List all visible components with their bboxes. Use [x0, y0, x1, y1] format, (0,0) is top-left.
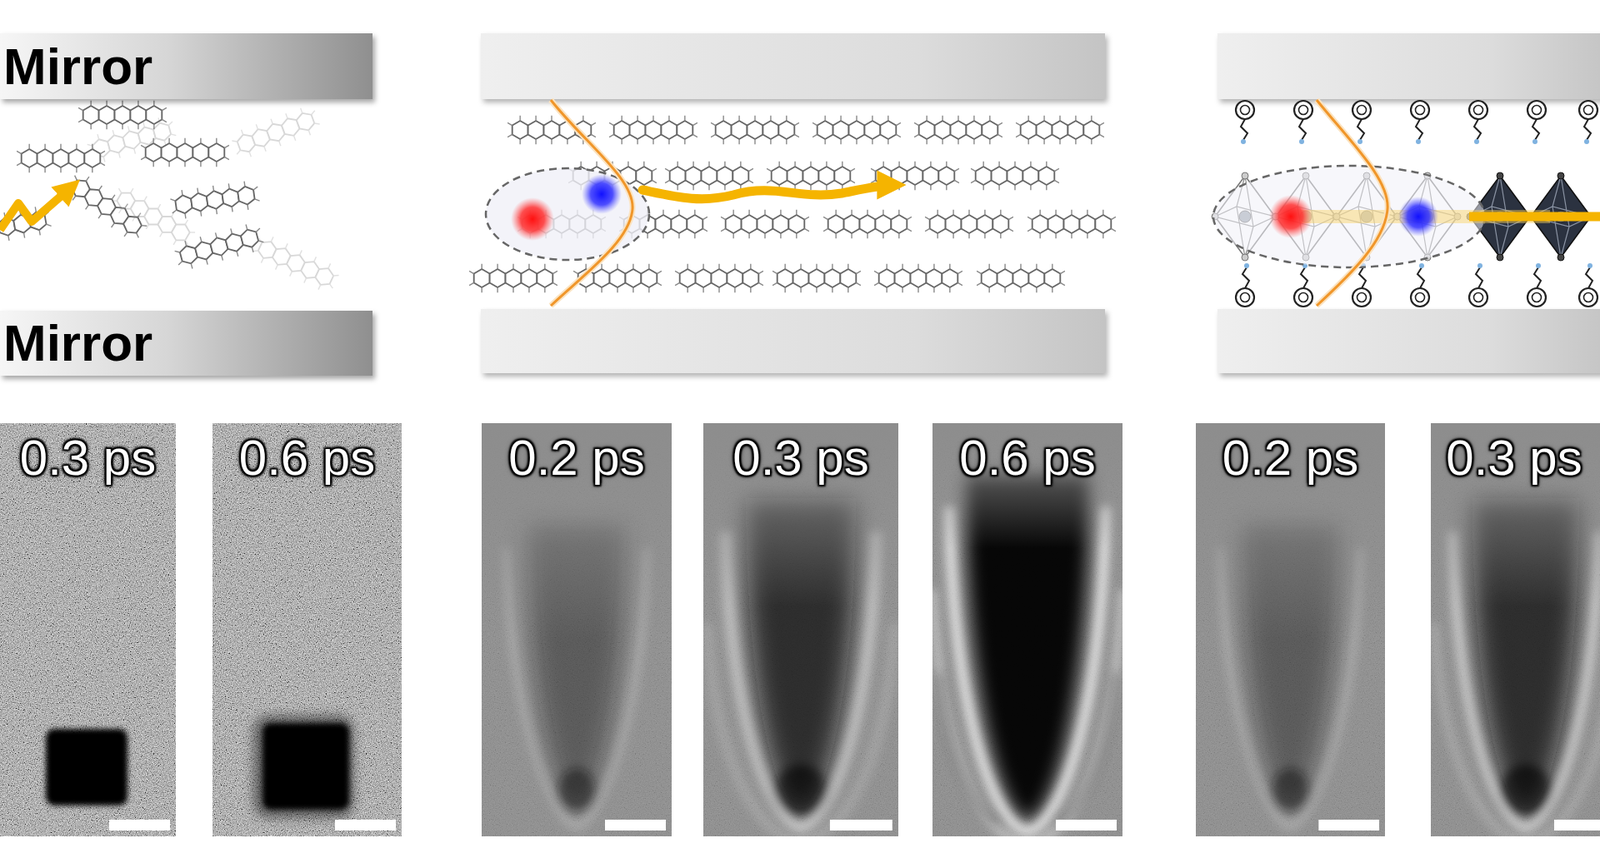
time-frame: 0.3 ps: [0, 423, 176, 837]
photon-wave: [550, 100, 633, 306]
time-label: 0.6 ps: [959, 433, 1095, 484]
time-label: 0.6 ps: [239, 433, 375, 484]
time-frame: 0.3 ps: [703, 423, 899, 837]
time-frame: 0.2 ps: [481, 423, 672, 837]
mirror-bar: [480, 309, 1105, 374]
molecules-disordered: [0, 100, 342, 295]
time-label: 0.2 ps: [1222, 433, 1359, 484]
time-label: 0.3 ps: [20, 433, 156, 484]
time-frame: 0.6 ps: [932, 423, 1123, 837]
time-label: 0.3 ps: [732, 433, 869, 484]
mirror-bar: [480, 33, 1105, 100]
time-label: 0.3 ps: [1445, 433, 1582, 484]
electron: [1398, 196, 1439, 237]
hole: [510, 197, 555, 241]
mirror-bar: Mirror: [0, 310, 373, 376]
mirror-bar: [1217, 33, 1600, 100]
time-frame: 0.6 ps: [212, 423, 402, 837]
time-frame: 0.3 ps: [1430, 423, 1598, 837]
mirror-label: Mirror: [3, 40, 153, 93]
energy-transfer-arrow: [0, 188, 70, 230]
mirror-bar: Mirror: [0, 33, 373, 100]
electron: [581, 174, 622, 215]
mirror-label: Mirror: [3, 317, 153, 370]
molecules-ordered: [469, 115, 1116, 294]
microscopy-images: [0, 423, 1600, 845]
transport-arrow: [1469, 212, 1600, 222]
time-frame: 0.2 ps: [1195, 423, 1385, 837]
time-label: 0.2 ps: [508, 433, 645, 484]
transport-arrow: [642, 185, 892, 200]
photon-wave: [1316, 100, 1388, 306]
hole: [1269, 195, 1313, 239]
mirror-bar: [1217, 309, 1600, 374]
organic-ligands: [1235, 100, 1598, 307]
